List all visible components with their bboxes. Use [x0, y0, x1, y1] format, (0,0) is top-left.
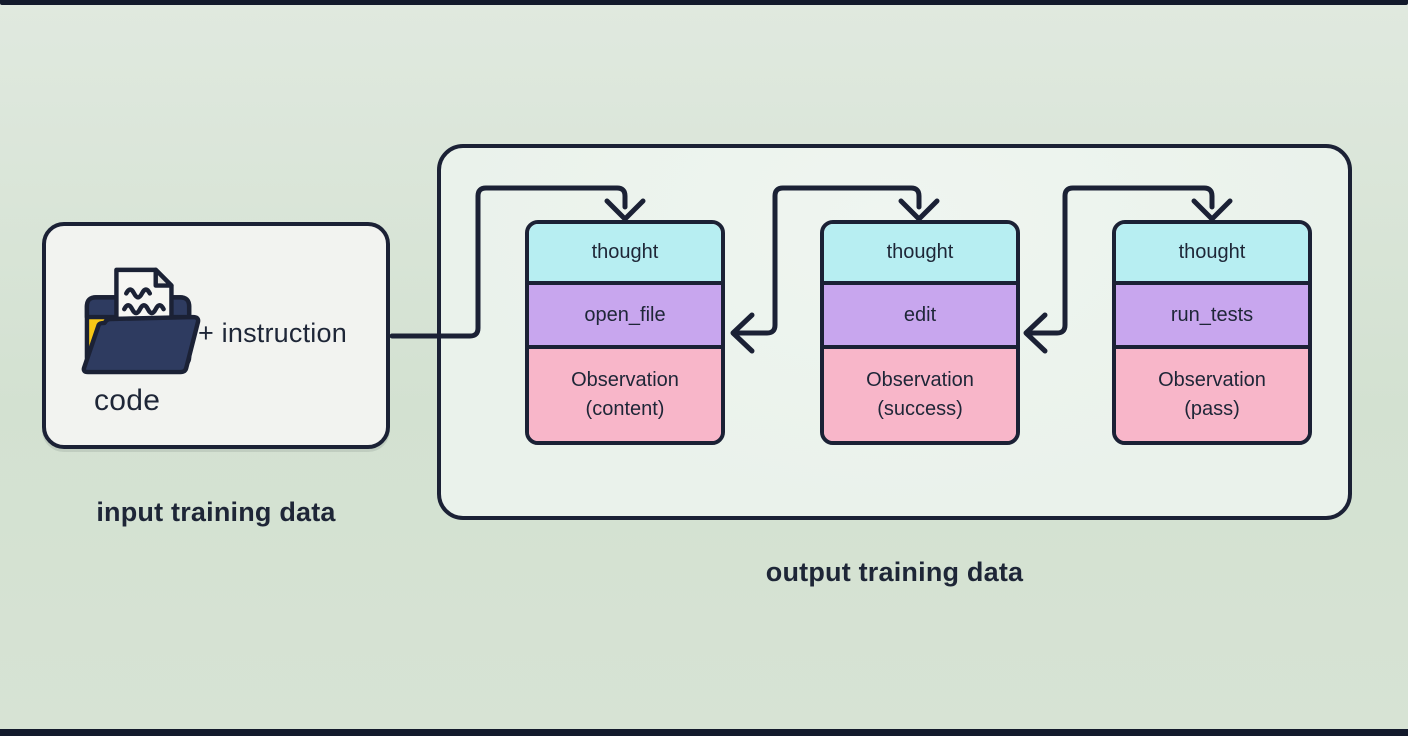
code-label: code	[94, 384, 161, 417]
observation-cell-1: Observation (content)	[529, 349, 721, 441]
thought-cell-2: thought	[824, 224, 1016, 285]
step-card-1: thought open_file Observation (content)	[525, 220, 725, 445]
bottom-frame-edge	[0, 729, 1408, 736]
observation-detail-1: (content)	[585, 398, 665, 420]
input-caption: input training data	[96, 497, 336, 527]
instruction-label: + instruction	[198, 318, 347, 348]
output-data-container: thought open_file Observation (content) …	[437, 144, 1352, 520]
observation-cell-2: Observation (success)	[824, 349, 1016, 441]
top-frame-edge	[0, 0, 1408, 5]
action-cell-1: open_file	[529, 285, 721, 349]
observation-label-1: Observation	[571, 369, 679, 391]
thought-label-2: thought	[886, 241, 954, 263]
action-label-1: open_file	[584, 303, 666, 326]
thought-label-3: thought	[1178, 241, 1246, 263]
observation-detail-2: (success)	[877, 398, 963, 420]
thought-label-1: thought	[591, 241, 659, 263]
action-label-3: run_tests	[1170, 303, 1254, 326]
thought-cell-3: thought	[1116, 224, 1308, 285]
observation-cell-3: Observation (pass)	[1116, 349, 1308, 441]
observation-detail-3: (pass)	[1184, 398, 1240, 420]
observation-label-3: Observation	[1158, 369, 1266, 391]
action-cell-3: run_tests	[1116, 285, 1308, 349]
folder-document-icon	[81, 267, 201, 375]
action-cell-2: edit	[824, 285, 1016, 349]
observation-label-2: Observation	[866, 369, 974, 391]
action-label-2: edit	[903, 303, 937, 326]
input-data-card: + instruction code	[42, 222, 390, 449]
output-caption: output training data	[765, 557, 1024, 587]
step-card-2: thought edit Observation (success)	[820, 220, 1020, 445]
step-card-3: thought run_tests Observation (pass)	[1112, 220, 1312, 445]
thought-cell-1: thought	[529, 224, 721, 285]
